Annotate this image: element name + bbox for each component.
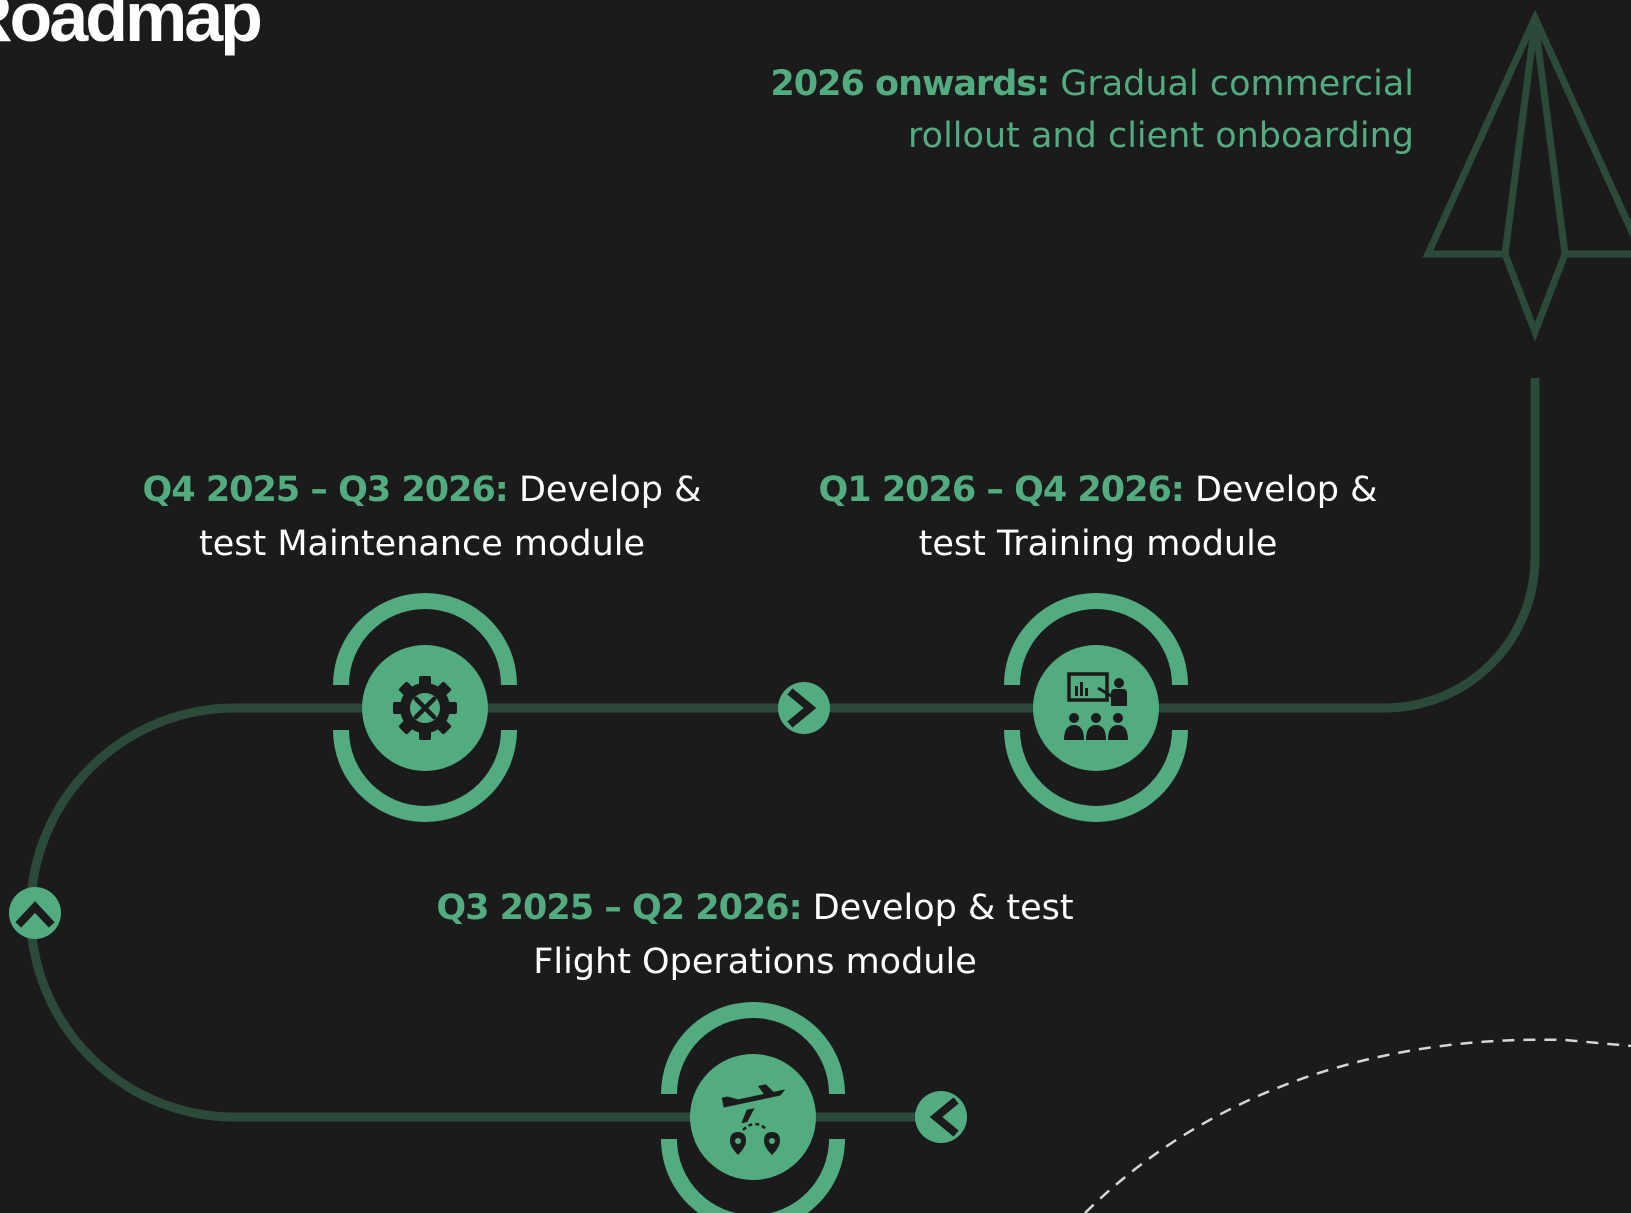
gear-wrench-icon [393,676,457,740]
milestone-training-period: Q1 2026 – Q4 2026: [818,470,1185,510]
paper-plane-icon [1422,9,1631,342]
training-milestone-node [1004,593,1188,822]
milestone-flight-ops-period: Q3 2025 – Q2 2026: [436,888,802,928]
chevron-left-icon [915,1091,967,1143]
chevron-right-icon [778,682,830,734]
milestone-flight-ops-text: Develop & test Flight Operations module [533,888,1074,982]
milestone-maintenance-period: Q4 2025 – Q3 2026: [142,470,509,510]
dashed-flight-curve [1084,1038,1631,1213]
chevron-up-icon [9,887,61,939]
milestone-flight-ops-label: Q3 2025 – Q2 2026: Develop & test Flight… [435,881,1075,989]
maintenance-milestone-node [333,593,517,822]
milestone-final-period: 2026 onwards: [770,64,1050,104]
roadmap-path [26,378,1540,1122]
milestone-training-text: Develop & test Training module [918,470,1378,564]
airplane-route-icon [721,1084,786,1155]
flight-ops-milestone-node [661,1002,845,1213]
milestone-final-label: 2026 onwards: Gradual commercial rollout… [654,58,1414,162]
milestone-training-label: Q1 2026 – Q4 2026: Develop & test Traini… [798,463,1398,571]
classroom-presentation-icon [1064,672,1128,740]
milestone-final-text: Gradual commercial rollout and client on… [908,64,1414,156]
page-title: Roadmap [0,0,263,56]
milestone-maintenance-text: Develop & test Maintenance module [198,470,702,564]
milestone-maintenance-label: Q4 2025 – Q3 2026: Develop & test Mainte… [122,463,722,571]
